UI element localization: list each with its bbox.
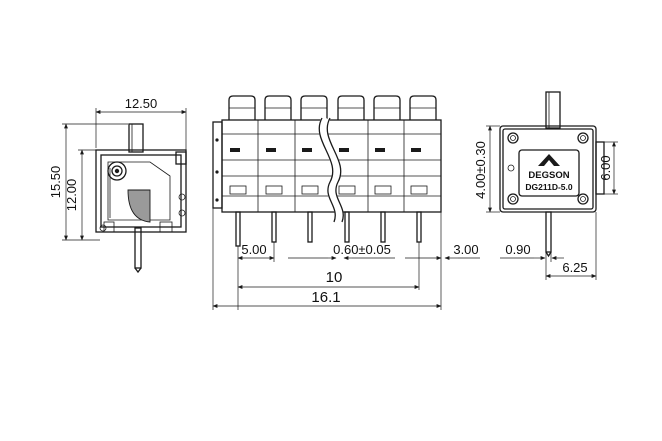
brand-label-box [518,149,580,197]
pin-width-label: 0.60±0.05 [333,242,391,257]
pin-thickness-label: 0.90 [505,242,530,257]
pitch-span-label: 10 [326,269,343,286]
rear-view-body [499,125,597,213]
pole-buttons [228,95,437,120]
side-width-label: 12.50 [125,96,158,111]
degson-logo-icon [538,154,560,166]
end-offset-label: 3.00 [453,242,478,257]
side-view: 12.50 15.50 12.00 [48,96,187,274]
side-height-total-label: 15.50 [48,166,63,199]
rear-height-label: 4.00±0.30 [473,141,488,199]
model-number: DG211D-5.0 [525,182,573,192]
mounting-holes [507,132,589,205]
pole-dividers [257,120,405,212]
side-view-body [95,123,187,274]
total-length-label: 16.1 [311,289,340,306]
side-height-body-label: 12.00 [64,179,79,212]
wire-slots [229,148,428,195]
front-pins [235,211,422,247]
rear-view: DEGSON DG211D-5.0 4.00±0.30 6.00 0.90 6.… [473,91,618,280]
brand-name: DEGSON [528,170,569,181]
rear-offset-label: 6.25 [562,260,587,275]
pin-offset-label: 5.00 [241,242,266,257]
label-height-label: 6.00 [598,155,613,180]
front-view: 5.00 0.60±0.05 3.00 10 16.1 [212,95,480,310]
